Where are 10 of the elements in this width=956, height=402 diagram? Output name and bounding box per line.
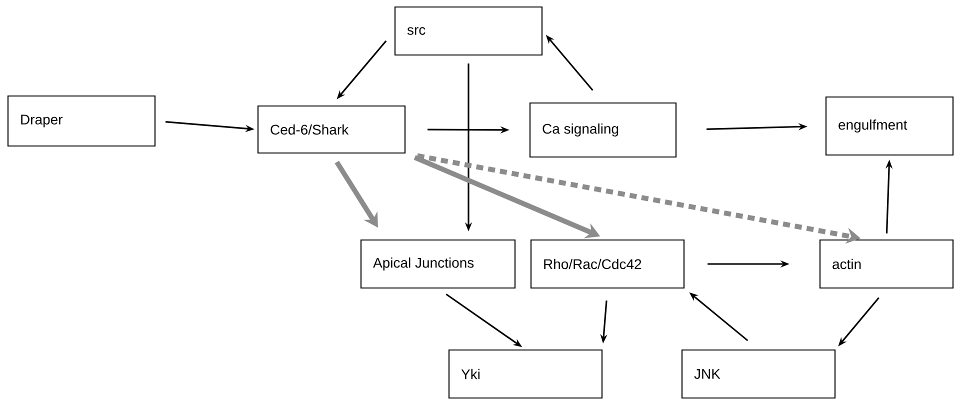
process-box: Ca signaling — [529, 102, 677, 158]
process-box: Ced-6/Shark — [257, 105, 406, 154]
process-box: Draper — [7, 95, 156, 147]
process-box: src — [394, 6, 543, 56]
process-box: JNK — [681, 349, 836, 399]
process-box: actin — [819, 239, 954, 289]
process-box: engulfment — [825, 96, 954, 156]
process-box: Rho/Rac/Cdc42 — [530, 239, 685, 289]
process-box: Yki — [448, 349, 603, 399]
process-box: Apical Junctions — [360, 239, 516, 289]
